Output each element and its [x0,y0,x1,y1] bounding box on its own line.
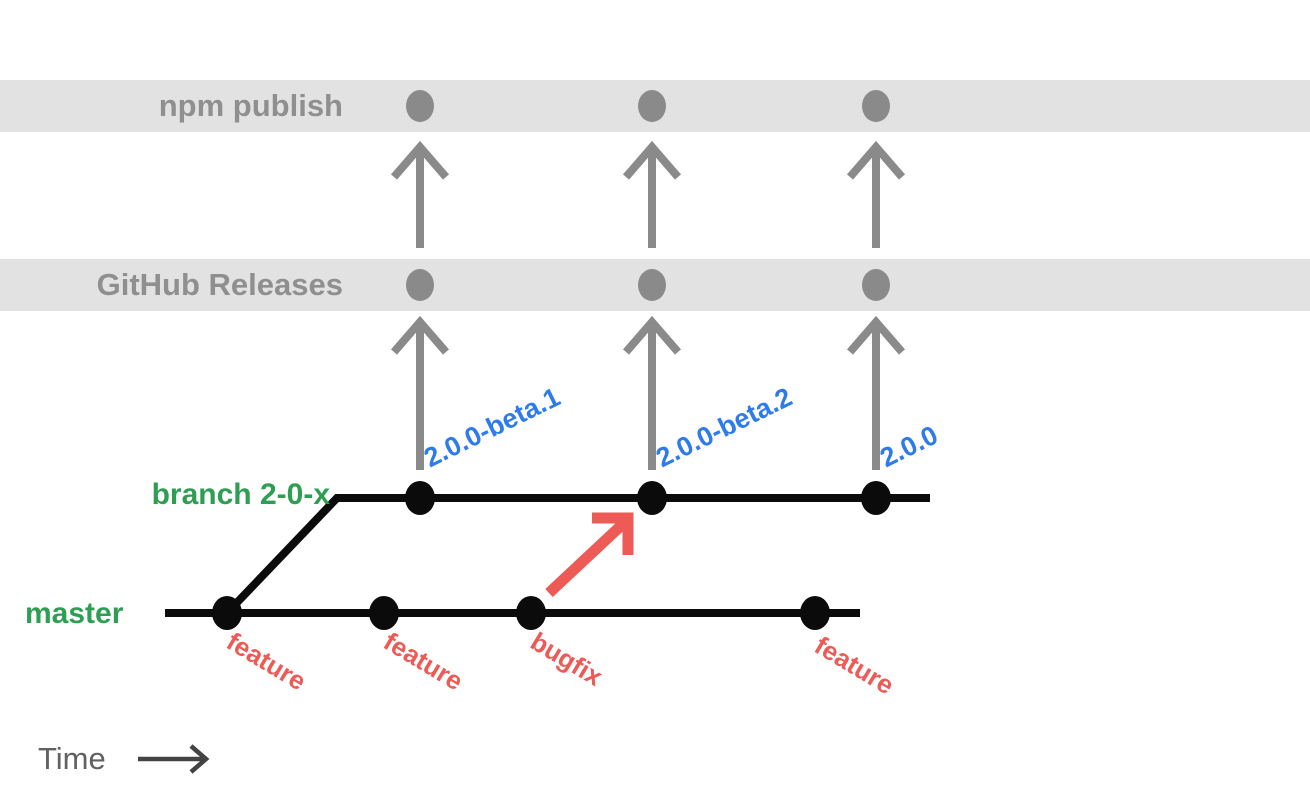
github-releases-band: GitHub Releases [0,259,1310,311]
npm-dot-2 [638,90,666,122]
github-releases-label: GitHub Releases [96,267,343,302]
master-branch-label: master [25,597,124,630]
commit-feature-1 [212,596,242,630]
github-to-npm-arrows [390,140,906,248]
commit-feature-2 [369,596,399,630]
up-arrow-npm-1 [390,140,450,248]
github-release-dots [406,269,890,301]
npm-publish-dots [406,90,890,122]
time-label: Time [38,741,106,776]
commit-bugfix [516,596,546,630]
release-branch-commits [405,481,891,515]
commit-beta2 [637,481,667,515]
commit-feature-3 [800,596,830,630]
release-branch-label: branch 2-0-x [151,478,330,511]
branch-to-github-arrows [390,315,906,470]
npm-dot-1 [406,90,434,122]
bugfix-merge-arrow [545,512,634,598]
npm-publish-label: npm publish [158,88,343,123]
up-arrow-github-1 [390,315,450,470]
npm-dot-3 [862,90,890,122]
github-dot-2 [638,269,666,301]
commit-200 [861,481,891,515]
github-dot-1 [406,269,434,301]
up-arrow-github-2 [622,315,682,470]
time-arrow [138,744,210,774]
up-arrow-github-3 [846,315,906,470]
master-commits [212,596,830,630]
up-arrow-npm-2 [622,140,682,248]
npm-publish-band: npm publish [0,80,1310,132]
github-dot-3 [862,269,890,301]
release-branch-line [224,494,930,616]
commit-beta1 [405,481,435,515]
up-arrow-npm-3 [846,140,906,248]
